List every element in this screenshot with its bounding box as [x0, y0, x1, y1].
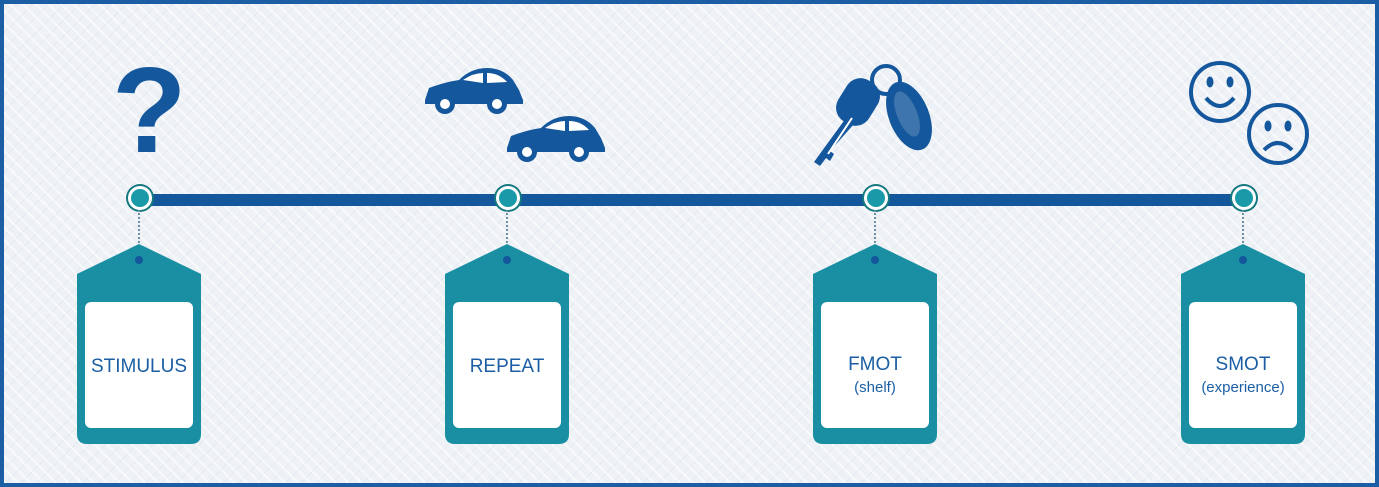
stage-subtitle: (shelf) [854, 379, 896, 396]
timeline-bar [142, 194, 1247, 206]
stage-tag-repeat: REPEAT [445, 244, 569, 444]
connector-repeat [506, 210, 508, 250]
stage-label-repeat: REPEAT [445, 356, 569, 378]
car-keys-icon [814, 64, 932, 166]
connector-smot [1242, 210, 1244, 250]
stage-tag-fmot: FMOT (shelf) [813, 244, 937, 444]
stage-label-stimulus: STIMULUS [77, 356, 201, 378]
cars-icon [425, 68, 605, 162]
timeline-node-smot [1232, 186, 1256, 210]
tag-shape [77, 244, 201, 444]
stage-label-smot: SMOT (experience) [1181, 354, 1305, 397]
tag-shape [1181, 244, 1305, 444]
tag-shape [445, 244, 569, 444]
timeline-node-repeat [496, 186, 520, 210]
connector-stimulus [138, 210, 140, 250]
timeline-node-stimulus [128, 186, 152, 210]
stage-tag-stimulus: STIMULUS [77, 244, 201, 444]
timeline-node-fmot [864, 186, 888, 210]
stage-title: REPEAT [469, 356, 545, 377]
question-mark-icon: ? [112, 42, 187, 178]
car-icon-top [425, 68, 523, 114]
stage-subtitle: (experience) [1201, 379, 1285, 396]
stage-tag-smot: SMOT (experience) [1181, 244, 1305, 444]
stage-title: STIMULUS [90, 356, 188, 377]
car-icon-bottom [507, 116, 605, 162]
connector-fmot [874, 210, 876, 250]
stage-title: FMOT [848, 354, 902, 375]
stage-title: SMOT [1215, 354, 1271, 375]
happy-sad-faces-icon [1189, 61, 1309, 165]
stage-label-fmot: FMOT (shelf) [813, 354, 937, 397]
happy-face-icon [1189, 61, 1251, 123]
tag-shape [813, 244, 937, 444]
sad-face-icon [1247, 103, 1309, 165]
